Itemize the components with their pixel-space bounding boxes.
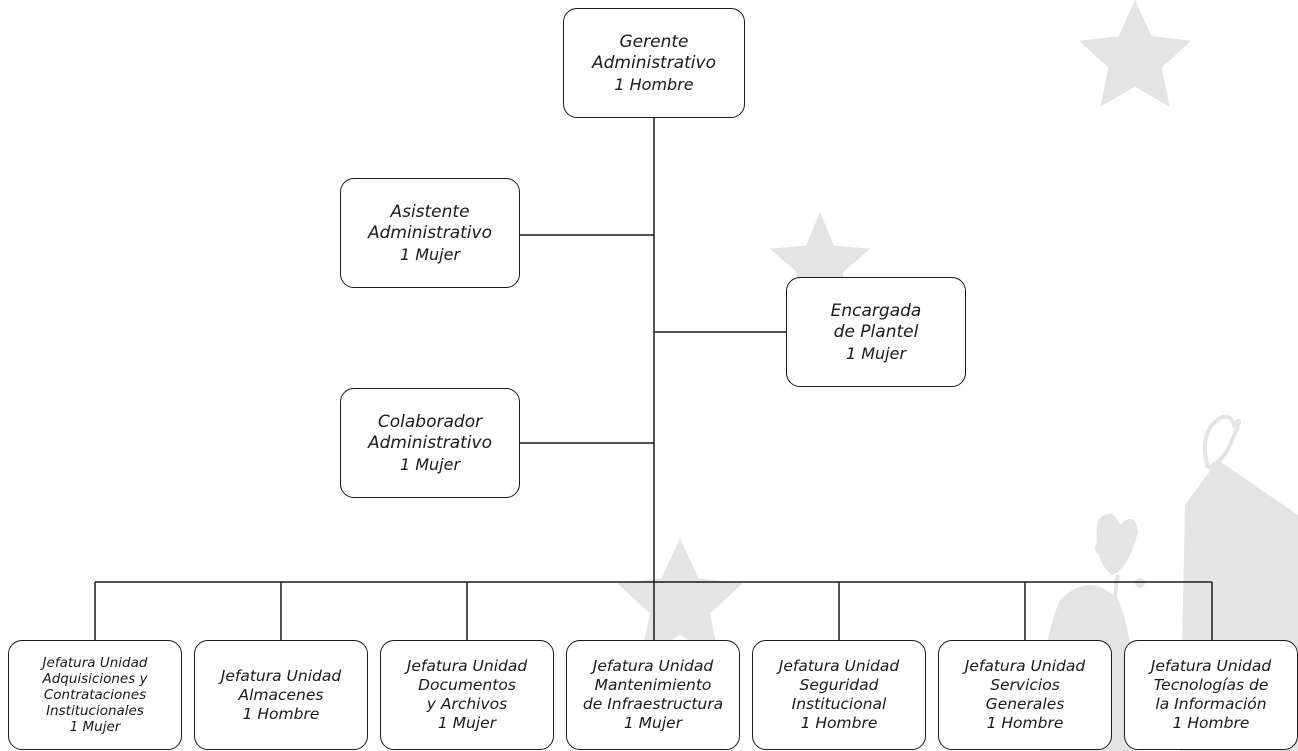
dot-decoration (1135, 578, 1145, 588)
node-title-line: Contrataciones (43, 687, 147, 703)
node-title-line: Institucionales (46, 703, 144, 719)
node-asistente-administrativo: Asistente Administrativo 1 Mujer (340, 178, 520, 288)
node-encargada-de-plantel: Encargada de Plantel 1 Mujer (786, 277, 966, 387)
ribbon-decoration (1202, 414, 1241, 470)
node-title-line: de Infraestructura (582, 695, 724, 713)
node-jefatura-servicios: Jefatura Unidad Servicios Generales 1 Ho… (938, 640, 1112, 750)
node-title-line: Jefatura Unidad (42, 655, 148, 671)
node-gerente-administrativo: Gerente Administrativo 1 Hombre (563, 8, 745, 118)
node-jefatura-mantenimiento: Jefatura Unidad Mantenimiento de Infraes… (566, 640, 740, 750)
node-title-line: Colaborador (377, 411, 483, 432)
node-count: 1 Mujer (69, 719, 121, 735)
node-count: 1 Mujer (399, 454, 461, 474)
node-count: 1 Hombre (800, 714, 878, 732)
node-jefatura-adquisiciones: Jefatura Unidad Adquisiciones y Contrata… (8, 640, 182, 750)
node-title-line: Servicios (990, 676, 1060, 694)
node-title-line: Seguridad (799, 676, 879, 694)
node-jefatura-documentos: Jefatura Unidad Documentos y Archivos 1 … (380, 640, 554, 750)
node-title-line: Documentos (418, 676, 516, 694)
node-jefatura-almacenes: Jefatura Unidad Almacenes 1 Hombre (194, 640, 368, 750)
node-title-line: Jefatura Unidad (778, 657, 900, 675)
node-title-line: Administrativo (592, 52, 716, 73)
star-decoration-bottom-center (617, 538, 743, 658)
flower-decoration (1096, 513, 1138, 575)
node-title-line: Gerente (619, 31, 689, 52)
node-title-line: Encargada (830, 300, 922, 321)
star-decoration-top-right (1078, 0, 1192, 107)
node-title-line: Mantenimiento (594, 676, 712, 694)
node-title-line: Jefatura Unidad (592, 657, 714, 675)
node-colaborador-administrativo: Colaborador Administrativo 1 Mujer (340, 388, 520, 498)
node-title-line: Jefatura Unidad (1150, 657, 1272, 675)
node-title-line: de Plantel (833, 321, 919, 342)
node-title-line: Jefatura Unidad (406, 657, 528, 675)
node-count: 1 Mujer (399, 244, 461, 264)
node-count: 1 Hombre (986, 714, 1064, 732)
node-title-line: Administrativo (368, 432, 492, 453)
node-count: 1 Hombre (242, 704, 320, 723)
node-title-line: Asistente (390, 201, 470, 222)
dot-decoration (1095, 541, 1109, 555)
node-title-line: Tecnologías de (1153, 676, 1269, 694)
node-title-line: Adquisiciones y (42, 671, 148, 687)
node-count: 1 Hombre (1172, 714, 1250, 732)
node-title-line: Institucional (791, 695, 887, 713)
node-count: 1 Mujer (437, 714, 497, 732)
node-jefatura-tecnologias: Jefatura Unidad Tecnologías de la Inform… (1124, 640, 1298, 750)
node-count: 1 Mujer (623, 714, 683, 732)
node-title-line: y Archivos (426, 695, 508, 713)
node-count: 1 Mujer (845, 343, 907, 363)
node-title-line: la Información (1155, 695, 1267, 713)
node-count: 1 Hombre (614, 74, 694, 94)
node-title-line: Generales (985, 695, 1065, 713)
node-title-line: Almacenes (238, 685, 324, 704)
node-jefatura-seguridad: Jefatura Unidad Seguridad Institucional … (752, 640, 926, 750)
node-title-line: Jefatura Unidad (964, 657, 1086, 675)
node-title-line: Jefatura Unidad (220, 666, 342, 685)
node-title-line: Administrativo (368, 222, 492, 243)
